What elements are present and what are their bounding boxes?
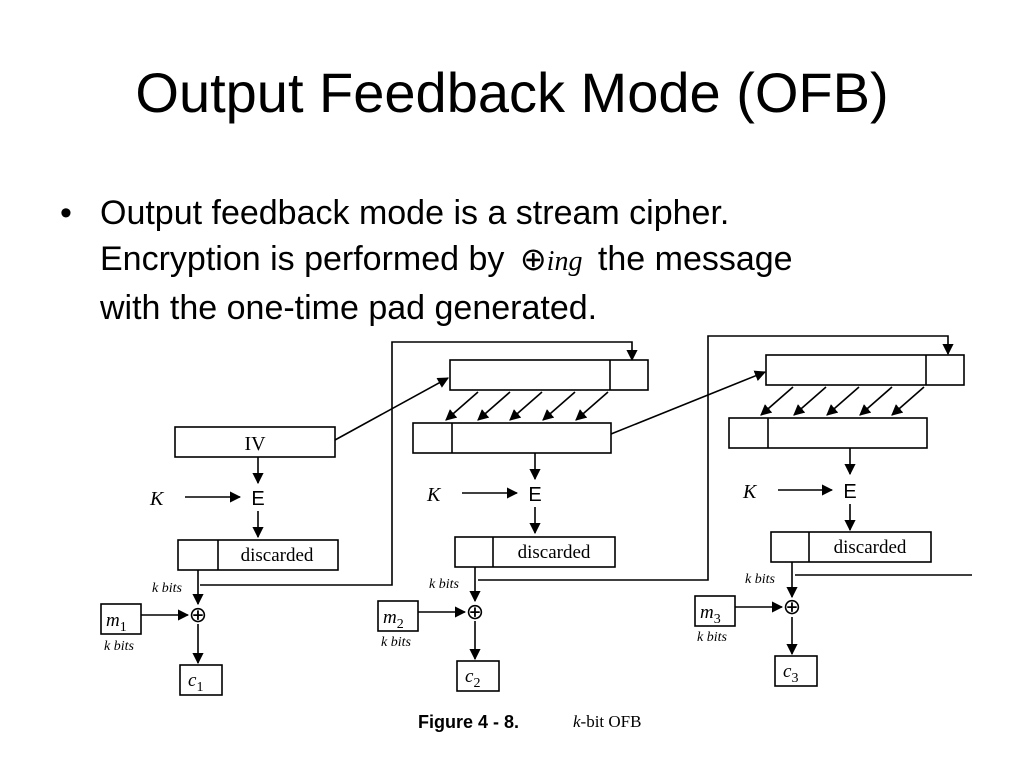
bullet-text-line-3: with the one-time pad generated. <box>100 289 598 327</box>
encrypt-label-1: E <box>251 488 264 510</box>
key-label-2: K <box>426 484 442 506</box>
bullet-text-line-2-end: the message <box>597 240 793 278</box>
message-label-2: m2 <box>383 607 404 632</box>
xor-node-2: ⊕ <box>466 599 484 624</box>
kbits-label-2: k bits <box>429 577 459 592</box>
figure-caption-k: k <box>573 712 581 731</box>
bullet-text-line-1: Output feedback mode is a stream cipher. <box>100 194 730 232</box>
message-kbits-2: k bits <box>381 635 411 650</box>
message-kbits-1: k bits <box>104 639 134 654</box>
xor-node-3: ⊕ <box>783 594 801 619</box>
shift-register-bottom-2 <box>412 422 612 454</box>
shift-register-top-2 <box>449 359 649 391</box>
bullet-text-line-2-start: Encryption is performed by <box>100 240 505 278</box>
shift-register-bottom-3 <box>728 417 928 449</box>
ciphertext-sub-3: 3 <box>791 671 798 686</box>
figure-caption-number: Figure 4 - 8. <box>418 712 519 732</box>
output-register-2 <box>454 536 616 568</box>
iv-label: IV <box>244 433 266 455</box>
bullet-point-symbol: • <box>60 194 72 232</box>
slide-title: Output Feedback Mode (OFB) <box>135 61 889 124</box>
output-register-3 <box>770 531 932 563</box>
encrypt-label-3: E <box>843 481 856 503</box>
output-register-1 <box>177 539 339 571</box>
iv-register <box>174 426 336 458</box>
encrypt-label-2: E <box>528 484 541 506</box>
kbits-label-1: k bits <box>152 581 182 596</box>
ciphertext-sub-1: 1 <box>196 680 203 695</box>
figure-caption-suffix: -bit OFB <box>581 712 642 731</box>
xor-ing-symbol: ⊕ing <box>514 241 589 277</box>
ciphertext-box-1 <box>179 664 223 696</box>
message-sub-1: 1 <box>120 620 127 635</box>
ciphertext-sub-2: 2 <box>473 676 480 691</box>
message-box-2 <box>377 600 419 632</box>
discarded-label-2: discarded <box>518 542 591 563</box>
ciphertext-letter-1: c <box>188 670 197 691</box>
xor-operator: ⊕ <box>519 241 547 277</box>
message-sub-2: 2 <box>397 617 404 632</box>
discarded-label-3: discarded <box>834 537 907 558</box>
message-letter-2: m <box>383 607 397 628</box>
xor-node-1: ⊕ <box>189 602 207 627</box>
discarded-label-1: discarded <box>241 545 314 566</box>
message-kbits-3: k bits <box>697 630 727 645</box>
message-sub-3: 3 <box>714 612 721 627</box>
kbits-label-3: k bits <box>745 572 775 587</box>
ciphertext-letter-3: c <box>783 661 792 682</box>
figure-caption-text: k-bit OFB <box>573 712 641 731</box>
ciphertext-box-2 <box>456 660 500 692</box>
xor-suffix: ing <box>546 246 583 277</box>
ciphertext-box-3 <box>774 655 818 687</box>
key-label-3: K <box>742 481 758 503</box>
shift-register-top-3 <box>765 354 965 386</box>
bullet-text: Output feedback mode is a stream cipher.… <box>100 190 980 331</box>
message-box-1 <box>100 603 142 635</box>
ciphertext-label-1: c1 <box>188 670 203 695</box>
ciphertext-label-2: c2 <box>465 666 480 691</box>
key-label-1: K <box>149 488 165 510</box>
ciphertext-letter-2: c <box>465 666 474 687</box>
message-label-3: m3 <box>700 602 721 627</box>
ciphertext-label-3: c3 <box>783 661 798 686</box>
message-letter-3: m <box>700 602 714 623</box>
message-letter-1: m <box>106 610 120 631</box>
message-box-3 <box>694 595 736 627</box>
message-label-1: m1 <box>106 610 127 635</box>
